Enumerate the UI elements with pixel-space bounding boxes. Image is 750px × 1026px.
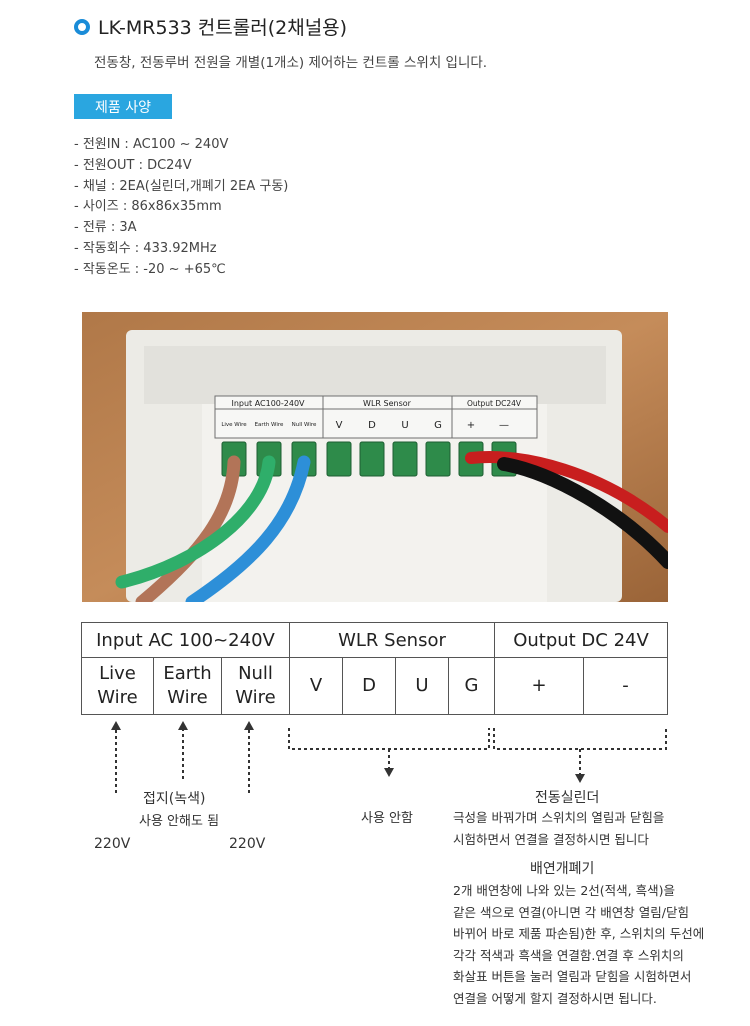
header-output: Output DC 24V [494,623,667,657]
product-description: 전동창, 전동루버 전원을 개별(1개소) 제어하는 컨트롤 스위치 입니다. [94,55,488,71]
spec-item: - 사이즈 : 86x86x35mm [74,199,222,215]
photo-terminal-label: D [368,420,376,431]
cylinder-note: 극성을 바꿔가며 스위치의 열림과 닫힘을 시험하면서 연결을 결정하시면 됩니… [453,810,665,847]
spec-list: - 전원IN : AC100 ~ 240V - 전원OUT : DC24V - … [74,135,288,281]
spec-item: - 작동온도 : -20 ~ +65℃ [74,261,226,277]
live-voltage: 220V [94,836,131,852]
spec-item: - 채널 : 2EA(실린더,개폐기 2EA 구동) [74,178,289,194]
photo-terminal-label: + [467,420,475,431]
photo-label-input: Input AC100-240V [231,399,305,408]
earth-note: 사용 안해도 됨 [139,814,220,829]
page-title: LK-MR533 컨트롤러(2채널용) [98,17,348,39]
null-voltage: 220V [229,836,266,852]
cell-sensor-d: D [342,657,395,714]
circle-bullet-icon [74,19,90,35]
cell-sensor-g: G [448,657,494,714]
photo-terminal-label: — [499,420,509,431]
photo-terminal-label: V [336,420,343,431]
sensor-note: 사용 안함 [361,811,413,826]
spec-item: - 전원IN : AC100 ~ 240V [74,137,229,152]
header-input: Input AC 100~240V [96,629,275,651]
cell-sensor-v: V [289,657,342,714]
photo-terminal-label: Null Wire [292,422,317,428]
cell-output-plus: + [494,657,583,714]
spec-item: - 작동회수 : 433.92MHz [74,240,217,256]
photo-label-sensor: WLR Sensor [363,399,412,408]
bracket-sensor [288,728,490,750]
opener-title: 배연개폐기 [530,861,595,877]
cylinder-title: 전동실린더 [535,790,600,806]
product-photo: Input AC100-240V WLR Sensor Output DC24V… [82,312,668,602]
connector-arrows [111,721,667,793]
opener-note: 2개 배연창에 나와 있는 2선(적색, 흑색)을 같은 색으로 연결(아니면 … [453,883,705,1006]
spec-badge: 제품 사양 [74,94,172,119]
photo-terminal-label: Earth Wire [255,422,284,428]
earth-title: 접지(녹색) [143,791,206,807]
bracket-output [493,728,667,750]
wiring-table: Input AC 100~240V WLR Sensor Output DC 2… [81,622,668,715]
spec-item: - 전류 : 3A [74,220,137,236]
photo-terminal-label: G [434,420,442,431]
photo-terminal-label: U [401,420,408,431]
photo-label-output: Output DC24V [467,399,522,408]
cell-sensor-u: U [395,657,448,714]
photo-terminal-label: Live Wire [221,422,247,428]
cell-output-minus: - [583,657,667,714]
header-sensor: WLR Sensor [289,623,494,657]
spec-item: - 전원OUT : DC24V [74,157,192,173]
